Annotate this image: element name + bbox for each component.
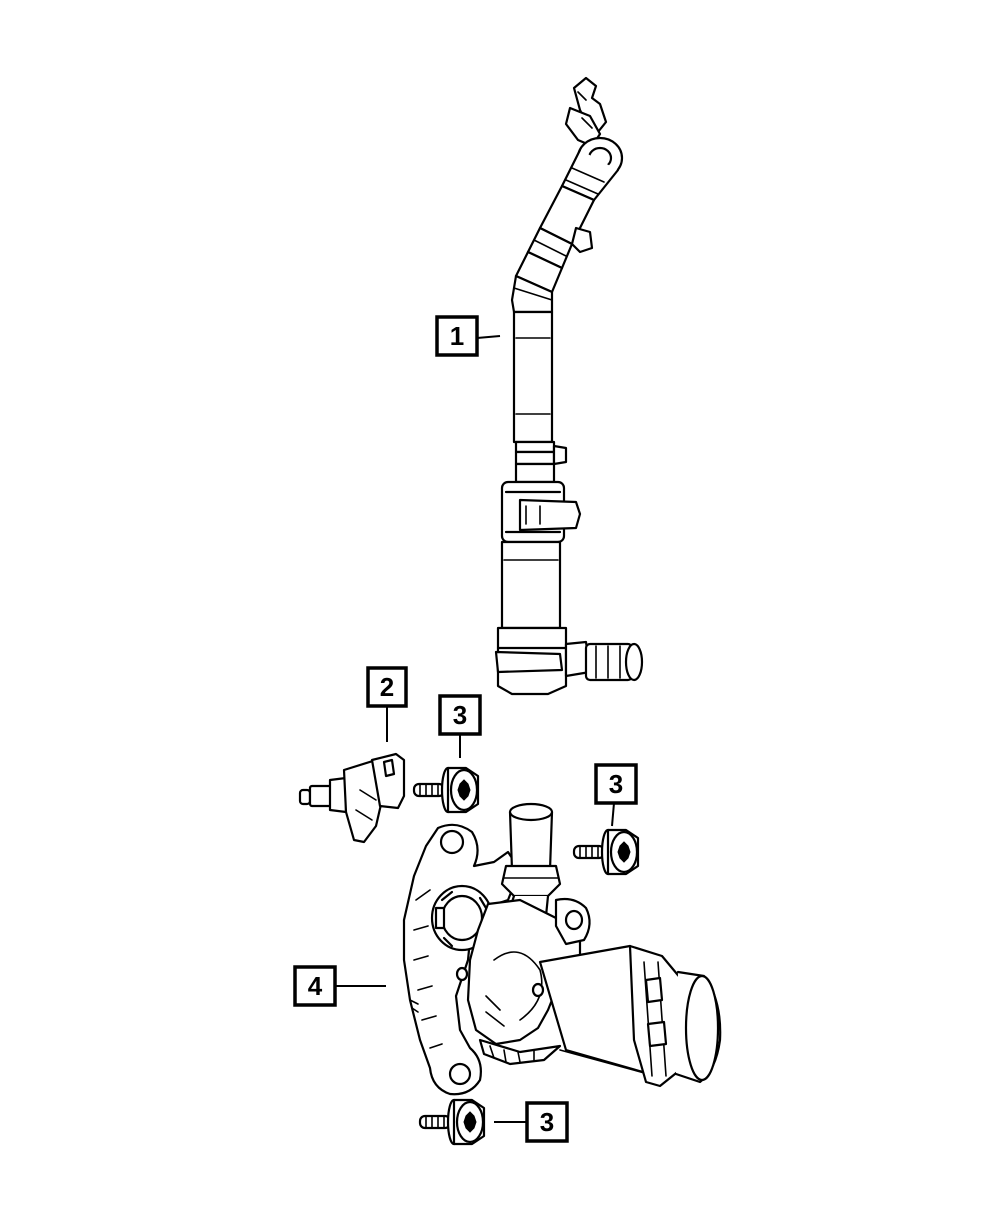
flange-bolt-icon bbox=[412, 766, 480, 814]
thermostat-housing-icon bbox=[402, 802, 722, 1096]
callout-4: 4 bbox=[293, 965, 337, 1007]
callout-2-label: 2 bbox=[380, 672, 394, 702]
temperature-sensor-icon bbox=[298, 752, 406, 844]
flange-bolt-icon bbox=[418, 1098, 486, 1146]
coolant-hose-icon bbox=[494, 76, 644, 696]
callout-4-label: 4 bbox=[308, 971, 323, 1001]
callout-1-label: 1 bbox=[450, 321, 464, 351]
callout-3-top-label: 3 bbox=[453, 700, 467, 730]
flange-bolt-icon bbox=[572, 828, 640, 876]
callout-2: 2 bbox=[366, 666, 408, 708]
leader-3-right bbox=[611, 802, 615, 827]
callout-1: 1 bbox=[435, 315, 479, 357]
callout-3-bottom: 3 bbox=[525, 1101, 569, 1143]
leader-1 bbox=[476, 335, 501, 339]
callout-3-bottom-label: 3 bbox=[540, 1107, 554, 1137]
callout-3-right-label: 3 bbox=[609, 769, 623, 799]
callout-3-right: 3 bbox=[594, 763, 638, 805]
callout-3-top: 3 bbox=[438, 694, 482, 736]
